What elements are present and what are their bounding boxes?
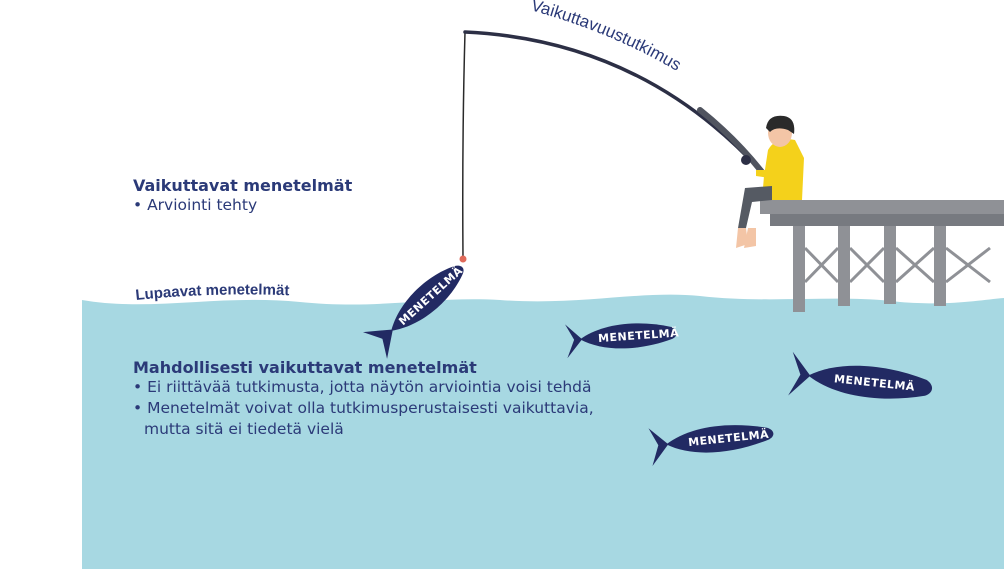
pier <box>760 200 1004 312</box>
possibly-effective-item: mutta sitä ei tiedetä vielä <box>144 420 344 438</box>
fish-icon: MENETELMÄ <box>648 425 774 466</box>
fishing-rod <box>463 30 762 172</box>
effective-methods-section: Vaikuttavat menetelmät • Arviointi tehty <box>133 176 352 216</box>
effective-methods-item: • Arviointi tehty <box>133 196 258 214</box>
water <box>82 294 1004 569</box>
effective-methods-heading: Vaikuttavat menetelmät <box>133 176 353 195</box>
svg-text:MENETELMÄ: MENETELMÄ <box>598 325 680 345</box>
possibly-effective-item: • Menetelmät voivat olla tutkimusperusta… <box>133 399 594 417</box>
fishing-line <box>462 31 466 259</box>
possibly-effective-methods-section: Mahdollisesti vaikuttavat menetelmät • E… <box>133 358 704 440</box>
fish-icon: MENETELMÄ <box>565 323 680 359</box>
possibly-effective-heading: Mahdollisesti vaikuttavat menetelmät <box>133 358 477 377</box>
fish-icon: MENETELMÄ <box>788 351 933 399</box>
person-fishing-icon <box>736 115 804 248</box>
possibly-effective-item: • Ei riittävää tutkimusta, jotta näytön … <box>133 378 592 396</box>
reel-icon <box>741 155 751 165</box>
bait-icon <box>459 255 467 263</box>
promising-methods-label: Lupaavat menetelmät <box>135 281 290 304</box>
